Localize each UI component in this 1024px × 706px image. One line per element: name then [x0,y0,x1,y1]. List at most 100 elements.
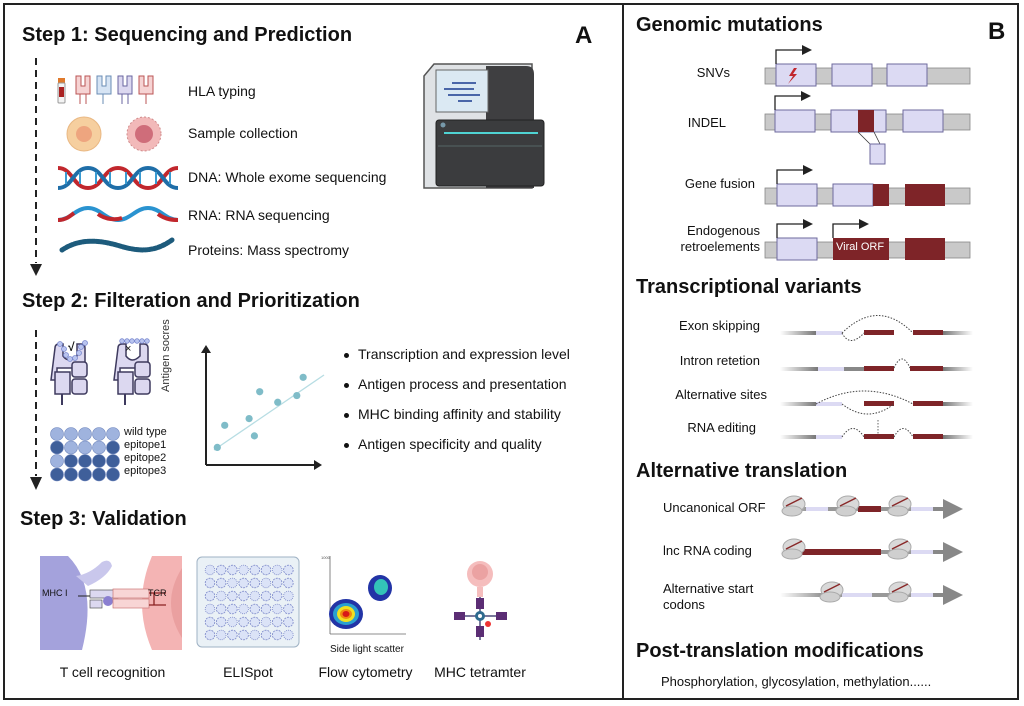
elispot-well [283,629,294,641]
translation-row-label: Alternative start [663,581,754,596]
tcell-caption: T cell recognition [59,664,166,680]
elispot-well [238,603,249,615]
antigen-score-plot [201,345,325,470]
plot-point [299,373,307,381]
elispot-well [271,564,283,576]
indel-segment [858,110,874,132]
elispot-well [227,577,238,589]
transcript-row-label: RNA editing [687,420,756,435]
elispot-well [260,603,272,615]
dna-helix-icon [57,165,179,191]
elispot-well [249,629,261,641]
plot-point [293,391,301,400]
binding-fail-mark: × [125,343,132,355]
epitope-residue [92,454,106,468]
epitope-residue [106,440,120,455]
mhc-binding-icon [50,338,151,405]
elispot-well [238,564,249,576]
epitope-residue [64,440,78,455]
svg-text:1000: 1000 [321,555,331,560]
tetramer-caption: MHC tetramter [434,664,526,680]
elispot-well [271,616,283,628]
elispot-well [271,629,283,641]
retro-segment [905,238,945,260]
exon [902,109,944,133]
fusion-segment [873,184,889,206]
elispot-well [271,603,283,615]
criteria-list: Transcription and expression level Antig… [344,344,570,464]
plot-point [250,432,258,440]
translation-row-label: Uncanonical ORF [663,500,766,515]
elispot-well [283,590,294,602]
epitope-residue [106,454,120,468]
elispot-plate-icon [196,556,300,648]
epitope-residue [78,440,92,455]
elispot-well [216,629,227,641]
translation-row-label: lnc RNA coding [663,543,752,558]
elispot-well [283,603,294,615]
criteria-item: Antigen process and presentation [344,374,570,404]
plot-point [245,415,253,423]
flow-caption: Flow cytometry [318,664,413,680]
transcriptional-variants-diagram [780,315,973,439]
elispot-well [216,603,227,615]
genomic-row-label: Gene fusion [684,176,755,191]
exon [831,63,873,87]
epitope-residue [64,454,78,468]
epitope-residue [50,454,64,468]
rna-strand-icon [57,205,179,223]
epitope-label: epitope1 [124,439,167,451]
genomic-mutations-diagram [764,44,971,261]
elispot-well [238,629,249,641]
elispot-well [204,616,216,628]
flow-xlabel: Side light scatter [330,644,404,655]
elispot-well [249,603,261,615]
elispot-well [260,629,272,641]
criteria-item: MHC binding affinity and stability [344,404,570,434]
epitope-residue [78,427,92,441]
alternative-translation-diagram [780,495,963,605]
plot-point [256,388,264,396]
elispot-well [227,590,238,602]
snv-lightning-icon [788,68,797,84]
translation-title: Alternative translation [636,460,848,482]
panel-divider [622,3,624,700]
epitope-label: epitope2 [124,452,167,464]
elispot-well [260,577,272,589]
ptm-text: Phosphorylation, glycosylation, methylat… [661,674,932,689]
elispot-well [204,590,216,602]
epitope-residue [78,454,92,468]
step3-title: Step 3: Validation [20,508,187,530]
translation-row-label: codons [663,597,705,612]
fusion-segment [905,184,945,206]
epitope-grid [50,427,120,482]
t-cell-recognition-icon [40,556,182,650]
plot-y-label: Antigen socres [160,319,172,392]
elispot-well [227,629,238,641]
plot-point [274,398,282,406]
plot-point [221,421,229,429]
step1-item-label: Proteins: Mass spectromy [188,242,350,258]
elispot-well [260,616,272,628]
panel-b-letter: B [988,18,1006,45]
transcript-row-label: Intron retetion [679,353,760,368]
epitope-residue [64,467,78,482]
criteria-item: Transcription and expression level [344,344,570,374]
mhc-label: MHC I [42,588,68,598]
step1-item-label: HLA typing [188,83,256,99]
elispot-well [249,577,261,589]
epitope-residue [64,427,78,441]
viral-orf-label: Viral ORF [836,241,885,253]
epitope-residue [78,467,92,482]
transcript-row-label: Alternative sites [675,387,767,402]
cells-icon [66,116,162,152]
elispot-well [260,590,272,602]
elispot-well [271,590,283,602]
transcriptional-title: Transcriptional variants [636,276,862,298]
plot-trend-line [213,374,325,451]
elispot-well [204,629,216,641]
epitope-residue [92,440,106,455]
elispot-well [271,577,283,589]
exon [776,237,818,261]
elispot-well [204,564,216,576]
